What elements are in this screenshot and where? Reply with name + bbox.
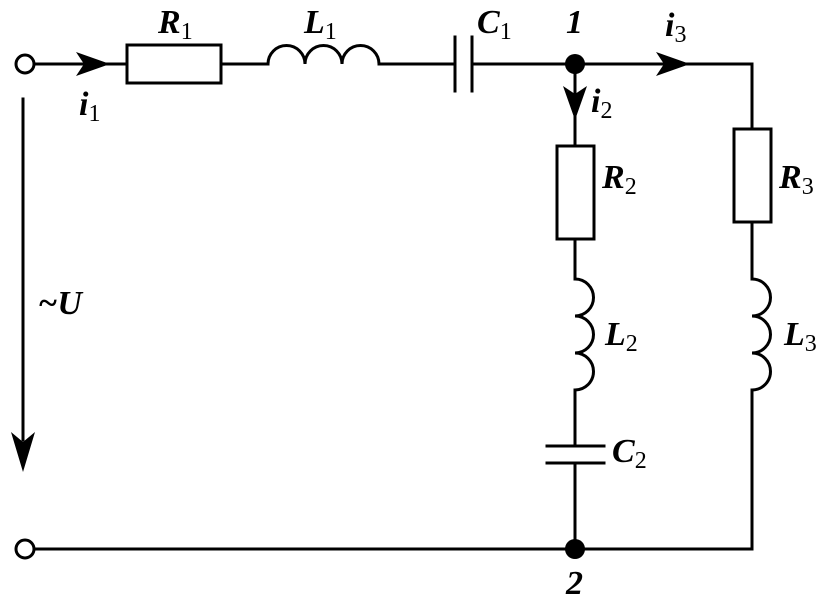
resistor-r2 bbox=[555, 144, 596, 241]
label-i2: i2 bbox=[591, 83, 612, 124]
label-c1: C1 bbox=[477, 4, 512, 45]
resistor-r1 bbox=[125, 43, 223, 85]
junction-node-2 bbox=[565, 539, 585, 559]
label-voltage: ~U bbox=[38, 285, 84, 322]
label-i3: i3 bbox=[665, 7, 686, 48]
label-c2: C2 bbox=[612, 433, 647, 474]
resistor-r3 bbox=[732, 127, 773, 224]
label-l2: L2 bbox=[604, 316, 638, 357]
inductor-l2 bbox=[573, 277, 595, 392]
label-node-1: 1 bbox=[566, 4, 583, 41]
capacitor-c1 bbox=[453, 35, 474, 93]
label-r1: R1 bbox=[157, 4, 193, 45]
arrow-voltage bbox=[11, 97, 35, 472]
label-l3: L3 bbox=[783, 316, 817, 357]
arrow-i3 bbox=[656, 52, 690, 76]
inductor-l3 bbox=[750, 277, 772, 392]
label-r3: R3 bbox=[778, 159, 814, 200]
label-node-2: 2 bbox=[565, 565, 583, 602]
arrow-i1 bbox=[76, 52, 110, 76]
terminal-bottom bbox=[14, 538, 36, 560]
junction-node-1 bbox=[565, 54, 585, 74]
capacitor-c2 bbox=[545, 444, 606, 465]
terminal-top bbox=[14, 53, 36, 75]
label-l1: L1 bbox=[303, 4, 337, 45]
inductor-l1 bbox=[266, 44, 381, 66]
label-i1: i1 bbox=[79, 86, 100, 127]
arrow-i2 bbox=[563, 86, 587, 120]
label-r2: R2 bbox=[601, 159, 637, 200]
